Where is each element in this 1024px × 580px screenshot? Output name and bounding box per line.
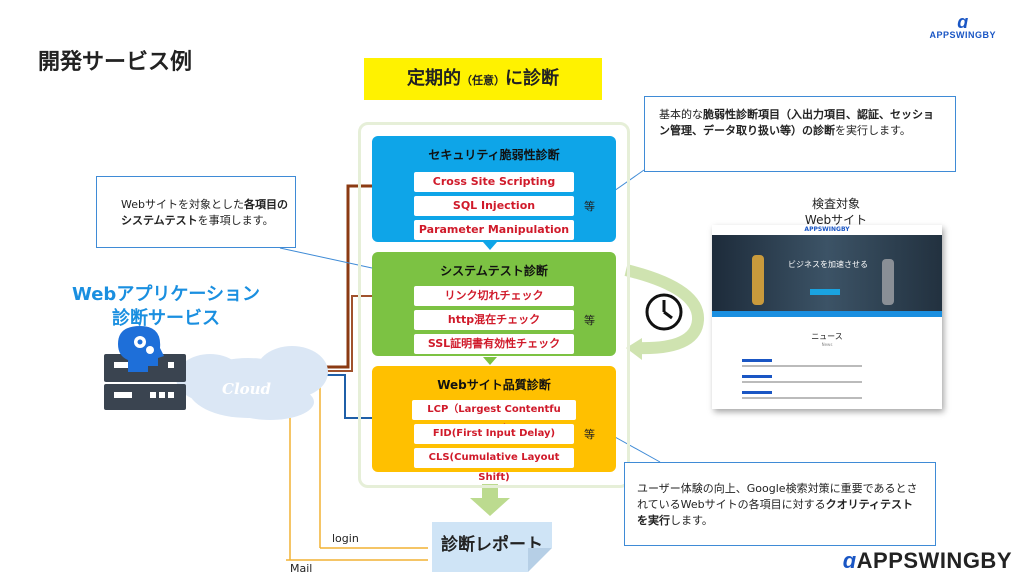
page-title: 開発サービス例 (38, 50, 193, 75)
callout-text: を実行します。 (835, 124, 911, 137)
logo-mark-icon: ɑ (957, 12, 969, 32)
service-title: Webアプリケーション 診断サービス (66, 283, 266, 331)
callout-bold: 脆弱性診断項目（入出力項目、認証、セッション管理、データ取り扱い等）の診断 (659, 108, 934, 137)
target-label-line2: Webサイト (804, 213, 868, 227)
section-item: リンク切れチェック (414, 286, 574, 306)
section-title: Webサイト品質診断 (437, 378, 551, 392)
section-item: FID(First Input Delay) (414, 424, 574, 444)
appswingby-logo-large: ɑAPPSWINGBY (843, 548, 1012, 574)
callout-text: ユーザー体験の向上、Google検索対策に重要であるとされているWebサイトの各… (637, 482, 918, 511)
section-item: Parameter Manipulation (414, 220, 574, 240)
login-label: login (332, 532, 359, 545)
screenshot-hero: ビジネスを加速させる (712, 235, 942, 311)
target-label: 検査対象 Webサイト (790, 196, 882, 228)
logo-text: APPSWINGBY (929, 30, 996, 40)
banner-text: 定期的 (407, 68, 461, 89)
target-label-line1: 検査対象 (811, 197, 860, 211)
mail-label: Mail (290, 562, 313, 575)
screenshot-brand: APPSWINGBY (712, 225, 942, 235)
security-section: セキュリティ脆弱性診断 Cross Site Scripting SQL Inj… (372, 136, 616, 242)
etc-label: 等 (584, 200, 595, 213)
section-title: システムテスト診断 (440, 264, 548, 278)
system-test-section: システムテスト診断 リンク切れチェック http混在チェック SSL証明書有効性… (372, 252, 616, 356)
callout-text: します。 (670, 514, 713, 527)
section-item: LCP（Largest Contentfu Paint） (412, 400, 576, 435)
section-item: SSL証明書有効性チェック (414, 334, 574, 354)
section-item: http混在チェック (414, 310, 574, 330)
section-title: セキュリティ脆弱性診断 (428, 148, 560, 162)
left-callout: Webサイトを対象とした各項目の システムテストを事項します。 (96, 176, 296, 248)
head-gear-icon (118, 326, 164, 372)
hero-text: ビジネスを加速させる (788, 260, 868, 269)
cloud-icon (176, 346, 328, 420)
etc-label: 等 (584, 314, 595, 327)
banner-optional: （任意） (461, 74, 505, 87)
callout-text: 基本的な (659, 108, 703, 121)
quality-section: Webサイト品質診断 LCP（Largest Contentfu Paint） … (372, 366, 616, 483)
callout-bold: 各項目の (243, 198, 288, 211)
appswingby-logo-small: ɑ APPSWINGBY (929, 12, 996, 40)
periodic-diagnosis-banner: 定期的（任意）に診断 (364, 58, 602, 100)
diagnosis-report: 診断レポート (432, 522, 552, 572)
bottom-callout: ユーザー体験の向上、Google検索対策に重要であるとされているWebサイトの各… (624, 462, 936, 546)
service-title-line2: 診断サービス (112, 308, 220, 329)
news-heading: ニュース (811, 332, 843, 341)
callout-bold: システムテスト (121, 214, 198, 227)
banner-text-2: に診断 (505, 68, 559, 89)
section-item: CLS(Cumulative Layout Shift) (414, 448, 574, 483)
logo-text: APPSWINGBY (856, 548, 1012, 573)
service-title-line1: Webアプリケーション (72, 284, 260, 305)
news-sub: News (821, 342, 833, 347)
callout-bold: クオリティテストを実行 (637, 498, 913, 527)
callout-text: Webサイトを対象とした (121, 198, 244, 211)
section-item: SQL Injection (414, 196, 574, 216)
right-callout: 基本的な脆弱性診断項目（入出力項目、認証、セッション管理、データ取り扱い等）の診… (644, 96, 956, 172)
website-screenshot: APPSWINGBY ビジネスを加速させる ニュース News (712, 225, 942, 409)
etc-label: 等 (584, 428, 595, 441)
callout-text: を事項します。 (197, 214, 274, 227)
logo-mark-icon: ɑ (842, 548, 857, 573)
diagnosis-group-frame (358, 122, 630, 488)
section-item: Cross Site Scripting (414, 172, 574, 192)
cloud-label: Cloud (222, 380, 272, 398)
